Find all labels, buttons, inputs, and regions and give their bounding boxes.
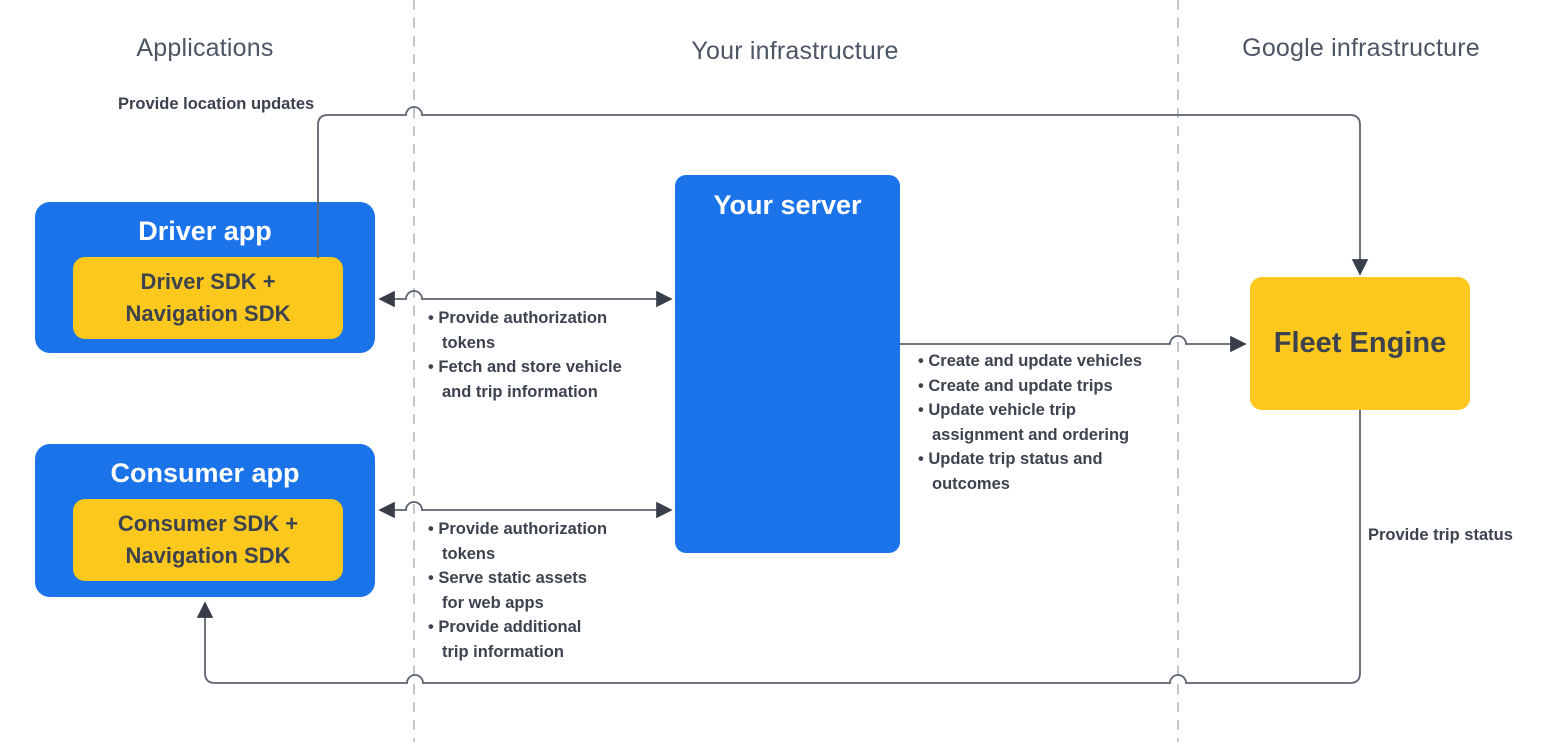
list-item: Create and update trips xyxy=(918,374,1162,399)
server-fleet-annotation-list: Create and update vehicles Create and up… xyxy=(918,349,1162,496)
column-divider-applications-infra xyxy=(413,0,415,742)
list-item: Serve static assets for web apps xyxy=(428,566,612,615)
column-header-your-infrastructure: Your infrastructure xyxy=(691,37,899,65)
list-item: Fetch and store vehicle and trip informa… xyxy=(428,355,636,404)
your-server-title: Your server xyxy=(713,190,862,220)
driver-sdk-line1: Driver SDK + xyxy=(140,269,276,294)
list-item: Create and update vehicles xyxy=(918,349,1162,374)
consumer-sdk-line2: Navigation SDK xyxy=(125,543,291,568)
your-server-node: Your server xyxy=(675,175,900,553)
consumer-sdk-line1: Consumer SDK + xyxy=(117,511,299,536)
list-item: Provide authorization tokens xyxy=(428,306,636,355)
edge-consumer-server-line xyxy=(378,501,673,519)
list-item: Update trip status and outcomes xyxy=(918,447,1162,496)
driver-app-node: Driver app Driver SDK + Navigation SDK xyxy=(35,202,375,353)
column-divider-infra-google xyxy=(1177,0,1179,742)
consumer-app-node: Consumer app Consumer SDK + Navigation S… xyxy=(35,444,375,597)
fleet-engine-title: Fleet Engine xyxy=(1273,327,1447,359)
driver-sdk-box: Driver SDK + Navigation SDK xyxy=(73,257,343,339)
list-item: Update vehicle trip assignment and order… xyxy=(918,398,1162,447)
column-header-google-infrastructure: Google infrastructure xyxy=(1242,34,1480,62)
consumer-sdk-box: Consumer SDK + Navigation SDK xyxy=(73,499,343,581)
consumer-server-annotation-list: Provide authorization tokens Serve stati… xyxy=(428,517,612,664)
driver-app-title: Driver app xyxy=(138,216,272,246)
provide-location-updates-label: Provide location updates xyxy=(118,95,315,113)
list-item: Provide additional trip information xyxy=(428,615,612,664)
driver-sdk-line2: Navigation SDK xyxy=(125,301,291,326)
driver-server-annotation-list: Provide authorization tokens Fetch and s… xyxy=(428,306,636,404)
fleet-engine-node: Fleet Engine xyxy=(1250,277,1470,410)
column-header-applications: Applications xyxy=(136,34,274,62)
provide-trip-status-label: Provide trip status xyxy=(1368,526,1513,544)
list-item: Provide authorization tokens xyxy=(428,517,612,566)
consumer-app-title: Consumer app xyxy=(110,458,300,488)
edge-server-fleet-line xyxy=(900,335,1247,353)
edge-driver-server-line xyxy=(378,290,673,308)
